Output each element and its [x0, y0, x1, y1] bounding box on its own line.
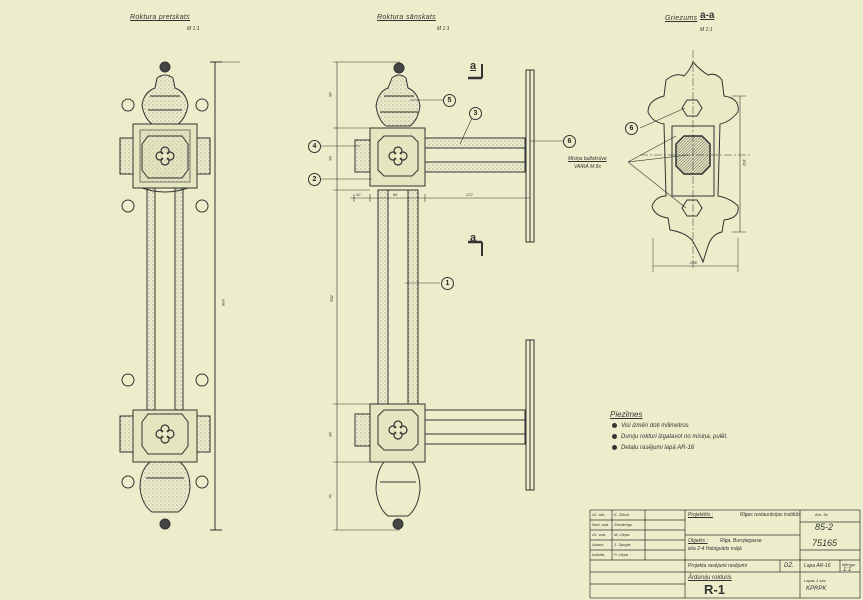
tb-role: Gr. arh.	[592, 512, 606, 517]
front-view-scale: M 1:1	[187, 26, 200, 32]
section-mark-lower: a	[470, 232, 477, 244]
tb-role: Izstrād.	[592, 552, 606, 557]
dim-side-bottom: 70	[327, 494, 333, 499]
side-view-scale: M 1:1	[437, 26, 450, 32]
section-screw-label: Misiņa bultskrūve	[568, 156, 607, 162]
note-item: Visi izmēri doti milimetros	[612, 423, 689, 429]
tb-person: M. Līepa	[614, 532, 630, 537]
tb-inv-no: 75165	[812, 538, 838, 548]
tb-arch-no: 85-2	[815, 522, 834, 532]
dim-side-plate: 96	[327, 156, 333, 161]
callout-5: 5	[443, 94, 456, 107]
tb-arch-no-label: Arh. Nr.	[815, 512, 829, 517]
tb-institute-label: Projektēts :	[688, 512, 714, 518]
dim-section-width: 208	[690, 260, 697, 265]
tb-sheet-label: Lapa AR-16	[804, 563, 831, 569]
tb-role: Autors	[592, 542, 604, 547]
callout-2: 2	[308, 173, 321, 186]
section-mark-upper: a	[470, 60, 477, 72]
section-view-title: Griezums	[665, 15, 698, 22]
callout-6-side: 6	[563, 135, 576, 148]
section-view-scale: M 1:1	[700, 27, 713, 33]
note-item: Detaļu rasējumi lapā AR-16	[612, 445, 694, 451]
front-view-title: Rokturа pretskats	[130, 14, 190, 21]
tb-role: Nod. vad.	[592, 522, 610, 527]
section-view-mark: a-a	[700, 10, 715, 21]
callout-1: 1	[441, 277, 454, 290]
tb-object: Rīga, Burvjiegasse	[720, 538, 762, 544]
dim-section-height: 452	[741, 159, 747, 166]
side-view	[318, 61, 564, 531]
tb-scale-label: Mērogs	[842, 562, 856, 567]
title-block-grid	[589, 509, 861, 599]
callout-3: 3	[469, 107, 482, 120]
tb-drawing-code: R-1	[704, 582, 725, 597]
front-view	[119, 61, 240, 531]
tb-person: P. Līepa	[614, 552, 629, 557]
dim-front-total: 936	[220, 299, 226, 306]
side-view-title: Rokturа sānskats	[377, 14, 436, 21]
tb-role: Gr. vad.	[592, 532, 607, 537]
tb-person: J. Spogis	[614, 542, 631, 547]
dim-projection-a: 42	[356, 192, 361, 197]
dim-projection-b: 86	[393, 192, 398, 197]
tb-person: E. Zikuls	[614, 512, 630, 517]
section-screw-spec: VAIRĀ M 8x	[574, 164, 601, 170]
section-view	[627, 50, 750, 272]
notes-title: Piezīmes	[610, 410, 643, 419]
dim-side-top: 80	[327, 92, 333, 97]
tb-scale-value: 1:1	[843, 567, 852, 573]
tb-stage: Projekta rasējumi rasējumi	[688, 563, 747, 569]
callout-6-section: 6	[625, 122, 638, 135]
tb-institute: Rīgas restaurācijas institūts	[740, 512, 801, 518]
tb-archive: Lapas 1 sav.	[804, 578, 827, 583]
tb-stage-code: DZ.	[784, 563, 794, 569]
tb-object-label: Objekts :	[688, 538, 708, 544]
tb-address: iela 2-4 Habigvāds mājā	[688, 546, 742, 552]
tb-archive-code: KPRPK	[806, 586, 827, 592]
dim-projection-c: 172	[466, 192, 473, 197]
dim-side-low: 96	[327, 432, 333, 437]
note-item: Durvju rokturi izgatavot no misiņa, pulē…	[612, 434, 728, 440]
tb-drawing-name: Ārdurvju rokturis	[688, 575, 732, 581]
dim-side-mid: 592	[328, 295, 334, 302]
tb-person: Zamārēgs	[614, 522, 633, 527]
callout-4: 4	[308, 140, 321, 153]
